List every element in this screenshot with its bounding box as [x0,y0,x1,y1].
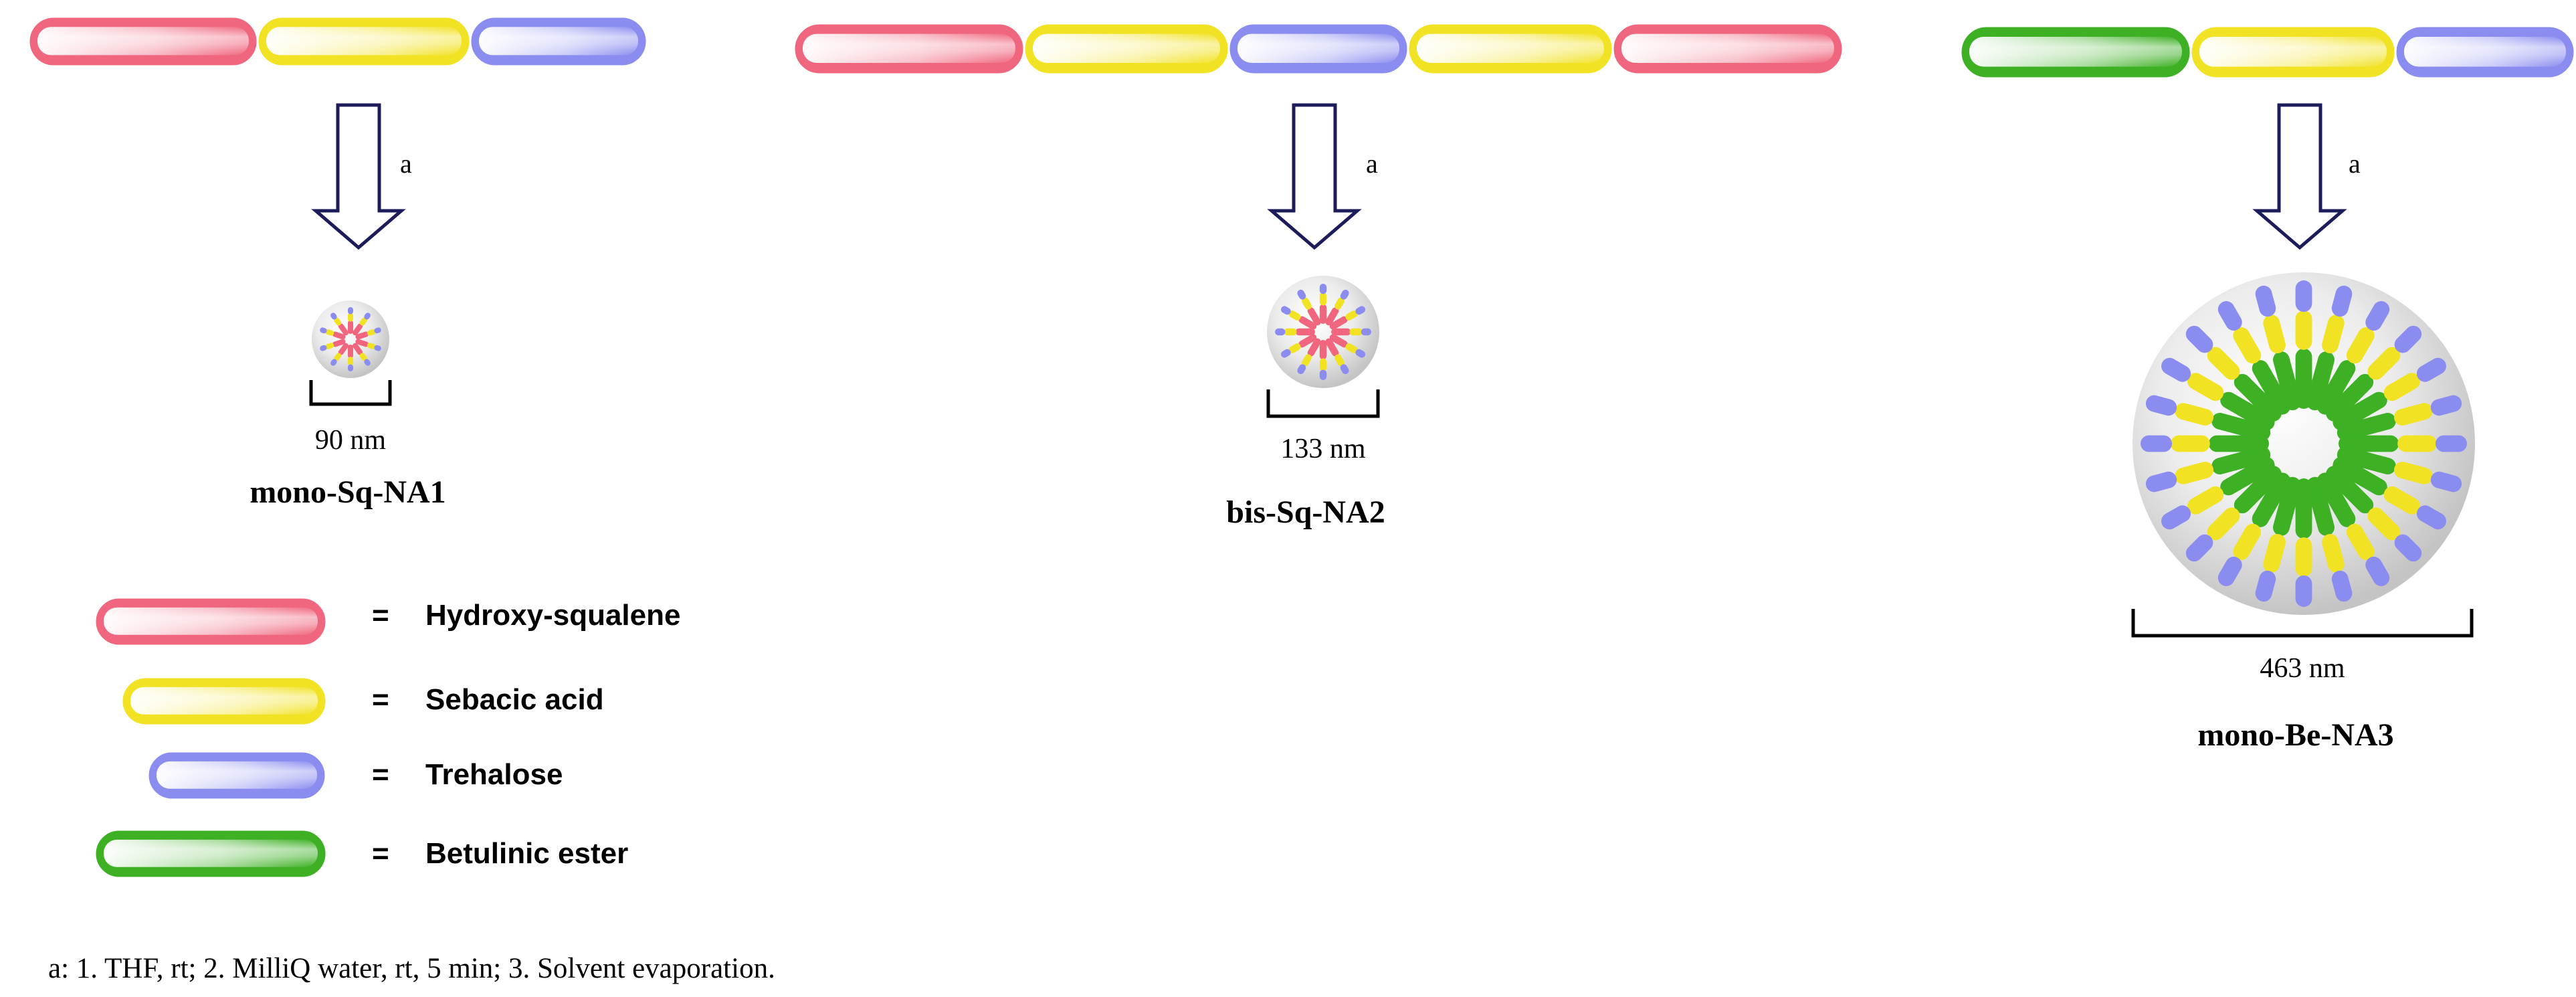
amphiphile-ray [2161,456,2275,530]
chain-bis-Sq-NA2 [795,24,1842,74]
amphiphile-ray [355,339,381,351]
amphiphile-ray [2145,446,2271,492]
arrow-down-icon [1267,103,1362,250]
legend: = Hydroxy-squalene = Sebacic acid = Treh… [96,598,680,877]
amphiphile-ray [2337,395,2462,441]
amphiphile-ray [2333,357,2446,431]
legend-label: Hydroxy-squalene [425,599,680,632]
hydroxy-squalene-swatch [96,598,326,645]
amphiphile-ray [1325,289,1349,326]
amphiphile-ray [2185,325,2282,422]
amphiphile-ray [320,327,346,340]
trehalose-segment [1229,24,1407,74]
amphiphile-ray [1297,338,1321,375]
legend-equals: = [372,837,389,870]
scale-bracket [1266,389,1380,418]
hydroxy-squalene-segment [29,17,257,66]
amphiphile-ray [320,339,346,351]
legend-equals: = [372,599,389,632]
amphiphile-ray [2255,476,2301,602]
amphiphile-ray [2217,472,2291,586]
amphiphile-ray [330,312,349,336]
amphiphile-ray [2255,285,2301,411]
amphiphile-ray [2145,395,2271,441]
amphiphile-ray [2326,466,2422,562]
amphiphile-ray [1329,306,1366,330]
hydroxy-squalene-segment [795,24,1023,74]
size-label: 90 nm [315,425,387,456]
amphiphile-ray [353,343,371,366]
betulinic-ester-swatch [96,830,326,877]
panel-name: bis-Sq-NA2 [1226,494,1385,530]
amphiphile-ray [330,343,349,366]
particle-sphere [312,300,389,378]
amphiphile-ray [348,345,353,371]
chain-mono-Sq-NA1 [29,17,646,66]
amphiphile-ray [1275,328,1315,336]
amphiphile-ray [2316,472,2390,586]
amphiphile-ray [1280,334,1317,358]
particle-sphere [1267,276,1379,388]
amphiphile-ray [348,307,353,334]
nanoparticle-mono-Be-NA3 [2133,272,2475,615]
arrow-down-icon [311,103,406,250]
amphiphile-ray [353,312,371,336]
betulinic-ester-segment [1961,27,2190,78]
step-label: a [2349,149,2361,179]
hydroxy-squalene-segment [1613,24,1842,74]
scale-bracket [309,380,392,406]
sebacic-acid-segment [2191,27,2395,78]
trehalose-segment [471,17,646,66]
legend-label: Betulinic ester [425,837,628,870]
step-label: a [400,149,412,179]
amphiphile-ray [1280,306,1317,330]
chain-mono-Be-NA3 [1961,27,2574,78]
amphiphile-ray [1319,340,1327,380]
amphiphile-ray [2316,301,2390,415]
sebacic-acid-segment [258,17,470,66]
panel-name: mono-Be-NA3 [2197,717,2393,753]
arrow-down-icon [2252,103,2347,250]
legend-equals: = [372,683,389,716]
size-label: 133 nm [1280,434,1366,464]
legend-label: Trehalose [425,758,563,791]
size-label: 463 nm [2260,653,2345,684]
amphiphile-ray [2295,478,2312,608]
trehalose-swatch [148,752,325,799]
amphiphile-ray [1325,338,1349,375]
nanoparticle-bis-Sq-NA2 [1267,276,1379,388]
amphiphile-ray [2217,301,2291,415]
amphiphile-ray [2141,435,2269,452]
amphiphile-ray [2337,446,2462,492]
amphiphile-ray [2306,476,2353,602]
sebacic-acid-segment [1025,24,1228,74]
amphiphile-ray [2295,280,2312,409]
amphiphile-ray [1331,328,1371,336]
trehalose-segment [2396,27,2574,78]
legend-label: Sebacic acid [425,683,604,716]
amphiphile-ray [1319,284,1327,324]
sebacic-acid-segment [1409,24,1612,74]
amphiphile-ray [2185,466,2282,562]
footnote: a: 1. THF, rt; 2. MilliQ water, rt, 5 mi… [48,953,775,984]
amphiphile-ray [2339,435,2467,452]
sebacic-acid-swatch [122,678,326,725]
legend-equals: = [372,758,389,791]
amphiphile-ray [1297,289,1321,326]
step-label: a [1366,149,1378,179]
amphiphile-ray [355,327,381,340]
scale-bracket [2131,609,2474,638]
amphiphile-ray [2326,325,2422,422]
amphiphile-ray [1329,334,1366,358]
panel-name: mono-Sq-NA1 [250,474,445,510]
amphiphile-ray [2161,357,2275,431]
amphiphile-ray [2333,456,2446,530]
nanoparticle-mono-Sq-NA1 [312,300,389,378]
amphiphile-ray [2306,285,2353,411]
